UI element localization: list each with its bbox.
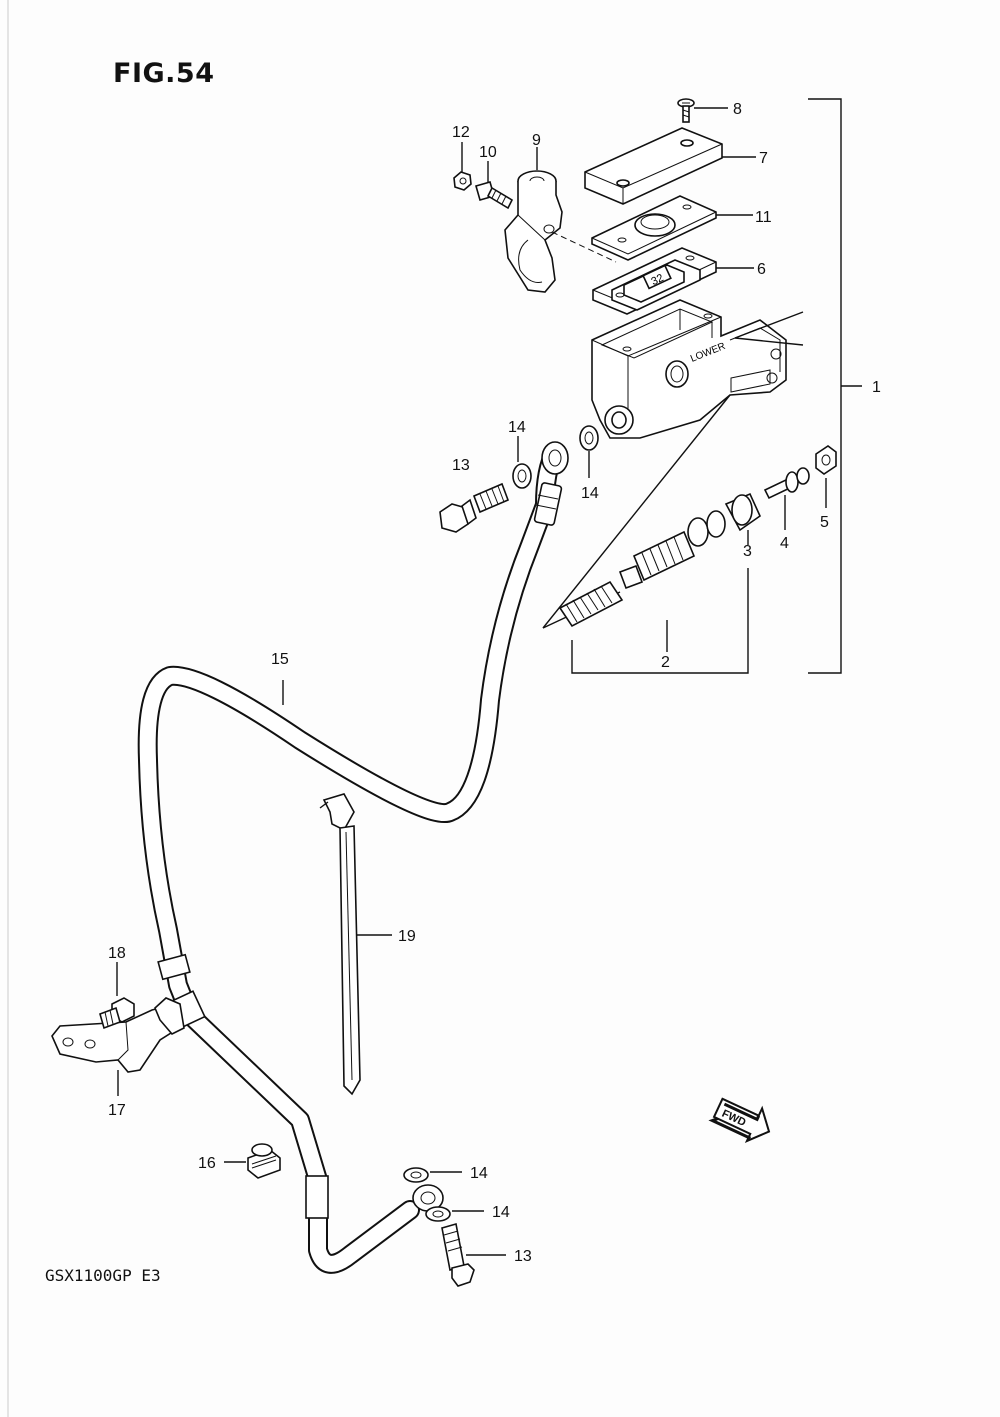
part-washer-14-d	[425, 1206, 484, 1222]
part-nut-5	[815, 445, 837, 508]
part-clutch-hose-15	[137, 441, 569, 1274]
callout-19: 19	[398, 928, 416, 945]
part-washer-14-c	[403, 1167, 462, 1183]
callout-13-bottom: 13	[514, 1248, 532, 1265]
part-push-rod-4	[763, 467, 810, 530]
callout-14-b: 14	[581, 485, 599, 502]
part-master-cylinder-body: LOWER	[591, 299, 804, 439]
assembly-bracket	[808, 98, 862, 674]
callout-15: 15	[271, 651, 289, 668]
callout-labels: 1 2 3 4 5 6 7 8 9 10 11 12 13 14 14 15 1…	[108, 101, 881, 1265]
callout-4: 4	[780, 535, 789, 552]
callout-14-a: 14	[508, 419, 526, 436]
callout-12: 12	[452, 124, 470, 141]
callout-2: 2	[661, 654, 670, 671]
part-holder-clamp-9	[504, 147, 617, 293]
callout-14-c: 14	[470, 1165, 488, 1182]
callout-13-top: 13	[452, 457, 470, 474]
figure-title: FIG.54	[113, 58, 215, 89]
fwd-arrow-icon: FWD	[708, 1097, 771, 1144]
part-plate-11	[591, 195, 753, 261]
model-code: GSX1100GP E3	[45, 1266, 161, 1285]
svg-text:32: 32	[649, 272, 665, 288]
part-washer-14-a	[512, 436, 532, 489]
part-reservoir-cap-7	[584, 127, 756, 205]
part-bracket-17	[51, 997, 185, 1096]
callout-5: 5	[820, 514, 829, 531]
callout-1: 1	[872, 379, 881, 396]
part-bolt-18	[99, 962, 135, 1030]
callout-17: 17	[108, 1102, 126, 1119]
part-nut-12	[453, 142, 472, 191]
callout-9: 9	[532, 132, 541, 149]
part-grommet-16	[224, 1143, 281, 1179]
callout-10: 10	[479, 144, 497, 161]
callout-6: 6	[757, 261, 766, 278]
callout-8: 8	[733, 101, 742, 118]
callout-3: 3	[743, 543, 752, 560]
part-diaphragm-6: 32	[592, 247, 754, 315]
part-banjo-bolt-13-top	[439, 482, 510, 533]
part-banjo-bolt-13-bottom	[441, 1222, 506, 1287]
callout-18: 18	[108, 945, 126, 962]
part-cable-tie-19	[319, 793, 392, 1096]
part-screw-8	[677, 98, 728, 123]
part-washer-14-b	[579, 425, 599, 478]
callout-14-d: 14	[492, 1204, 510, 1221]
part-piston-kit-2	[542, 394, 762, 674]
callout-16: 16	[198, 1155, 216, 1172]
callout-11: 11	[755, 209, 772, 226]
part-bolt-10	[475, 161, 514, 210]
callout-7: 7	[759, 150, 768, 167]
